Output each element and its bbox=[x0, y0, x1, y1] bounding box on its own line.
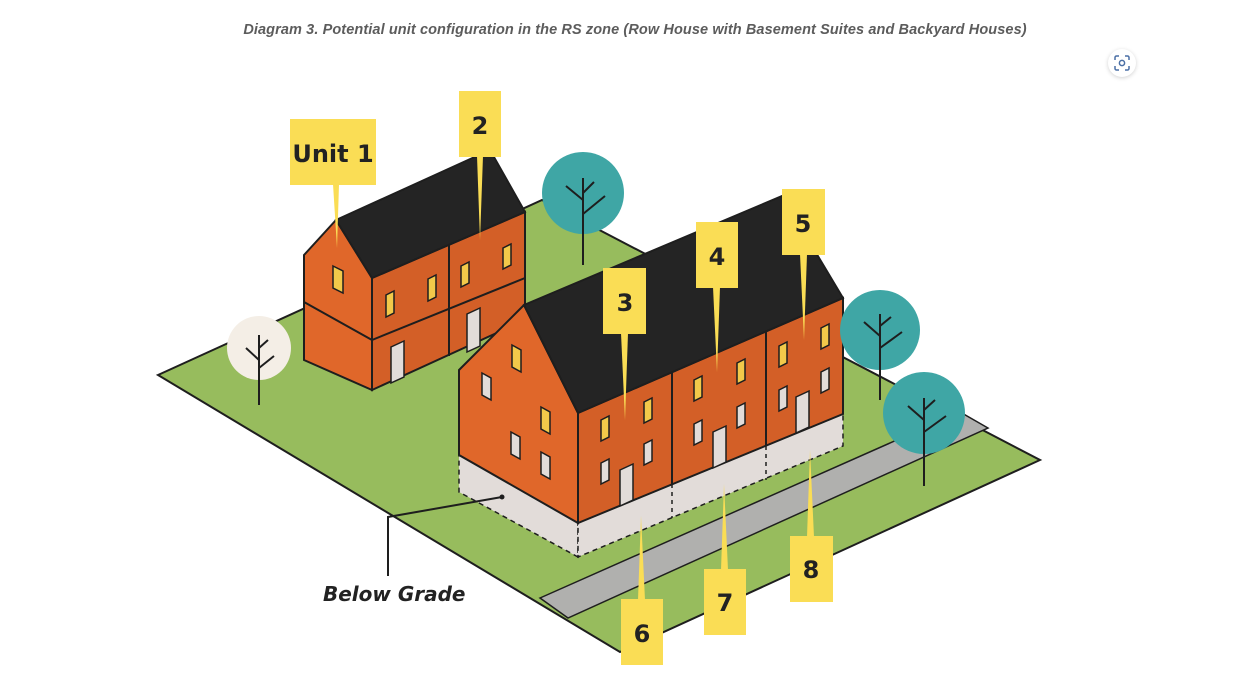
backyard-house bbox=[303, 148, 527, 392]
diagram-caption: Diagram 3. Potential unit configuration … bbox=[243, 22, 1027, 38]
below-grade-callout: Below Grade bbox=[323, 494, 505, 606]
unit-4-label-text: 4 bbox=[709, 243, 726, 271]
below-grade-label: Below Grade bbox=[323, 582, 466, 606]
unit-6-label: 6 bbox=[621, 516, 663, 665]
sidewalk bbox=[538, 411, 990, 619]
unit-6-label-text: 6 bbox=[634, 620, 651, 648]
unit-8-label-text: 8 bbox=[803, 556, 820, 584]
unit-4-label: 4 bbox=[696, 222, 738, 372]
unit-5-label: 5 bbox=[782, 189, 825, 340]
row-house bbox=[458, 194, 845, 559]
unit-2-label-text: 2 bbox=[472, 112, 489, 140]
unit-2-label: 2 bbox=[459, 91, 501, 240]
unit-1-label-text: Unit 1 bbox=[292, 140, 373, 168]
unit-7-label-text: 7 bbox=[717, 589, 734, 617]
unit-5-label-text: 5 bbox=[795, 210, 812, 238]
visual-search-icon bbox=[1114, 55, 1130, 71]
unit-8-label: 8 bbox=[790, 450, 833, 602]
visual-search-button[interactable] bbox=[1108, 49, 1136, 77]
tree-teal-back bbox=[542, 152, 624, 265]
unit-1-label: Unit 1 bbox=[290, 119, 376, 248]
tree-cream bbox=[227, 316, 291, 405]
tree-teal-right-lower bbox=[883, 372, 965, 486]
tree-teal-right-upper bbox=[840, 290, 920, 400]
unit-3-label: 3 bbox=[603, 268, 646, 420]
unit-7-label: 7 bbox=[704, 484, 746, 635]
unit-3-label-text: 3 bbox=[617, 289, 634, 317]
